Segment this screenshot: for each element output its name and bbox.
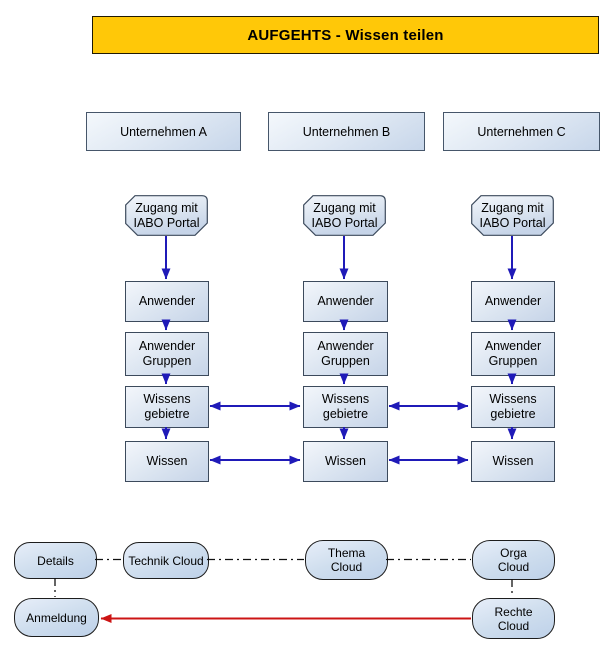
node-anwender-a: Anwender	[125, 281, 209, 322]
node-anwender-gruppen-c: Anwender Gruppen	[471, 332, 555, 376]
header-unternehmen-c: Unternehmen C	[443, 112, 600, 151]
node-label: Anmeldung	[26, 610, 87, 625]
node-label: Rechte Cloud	[494, 604, 533, 633]
node-label: Zugang mit IABO Portal	[479, 200, 546, 230]
header-unternehmen-b: Unternehmen B	[268, 112, 425, 151]
node-technik-cloud: Technik Cloud	[123, 542, 209, 579]
node-portal-b: Zugang mit IABO Portal	[303, 195, 386, 236]
node-label: Wissen	[325, 454, 366, 468]
header-label: Unternehmen C	[477, 124, 566, 139]
node-portal-a: Zugang mit IABO Portal	[125, 195, 208, 236]
node-label: Thema Cloud	[327, 546, 366, 574]
node-label: Technik Cloud	[128, 553, 204, 568]
node-label: Wissen	[492, 454, 534, 468]
node-anwender-gruppen-a: Anwender Gruppen	[125, 332, 209, 376]
portal-shape	[471, 195, 554, 236]
header-label: Unternehmen B	[302, 124, 391, 139]
node-anwender-c: Anwender	[471, 281, 555, 322]
node-label: Wissens gebietre	[489, 392, 537, 421]
portal-shape	[125, 195, 208, 236]
node-rechte-cloud: Rechte Cloud	[472, 598, 555, 639]
node-label: Anwender	[484, 294, 542, 308]
node-wissensgebiete-a: Wissens gebietre	[125, 386, 209, 428]
portal-shape	[303, 195, 386, 236]
node-wissensgebiete-c: Wissens gebietre	[471, 386, 555, 428]
header-unternehmen-a: Unternehmen A	[86, 112, 241, 151]
node-label: Wissens gebietre	[143, 392, 191, 421]
node-label: Orga Cloud	[497, 546, 530, 574]
node-label: Anwender Gruppen	[317, 339, 374, 368]
title-banner: AUFGEHTS - Wissen teilen	[92, 16, 599, 54]
node-label: Zugang mit IABO Portal	[133, 200, 200, 230]
node-label: Anwender	[138, 294, 196, 308]
node-wissen-a: Wissen	[125, 441, 209, 482]
node-anmeldung: Anmeldung	[14, 598, 99, 637]
node-label: Details	[37, 553, 74, 568]
node-label: Anwender	[317, 294, 374, 308]
node-thema-cloud: Thema Cloud	[305, 540, 388, 580]
node-portal-c: Zugang mit IABO Portal	[471, 195, 554, 236]
page-title: AUFGEHTS - Wissen teilen	[247, 26, 444, 44]
node-anwender-b: Anwender	[303, 281, 388, 322]
node-label: Wissens gebietre	[321, 392, 370, 421]
node-label: Anwender Gruppen	[484, 339, 542, 368]
header-label: Unternehmen A	[120, 124, 207, 139]
node-wissen-b: Wissen	[303, 441, 388, 482]
node-label: Anwender Gruppen	[138, 339, 196, 368]
node-details: Details	[14, 542, 97, 579]
node-wissensgebiete-b: Wissens gebietre	[303, 386, 388, 428]
node-label: Wissen	[146, 454, 188, 468]
node-orga-cloud: Orga Cloud	[472, 540, 555, 580]
node-wissen-c: Wissen	[471, 441, 555, 482]
node-label: Zugang mit IABO Portal	[311, 200, 378, 230]
node-anwender-gruppen-b: Anwender Gruppen	[303, 332, 388, 376]
